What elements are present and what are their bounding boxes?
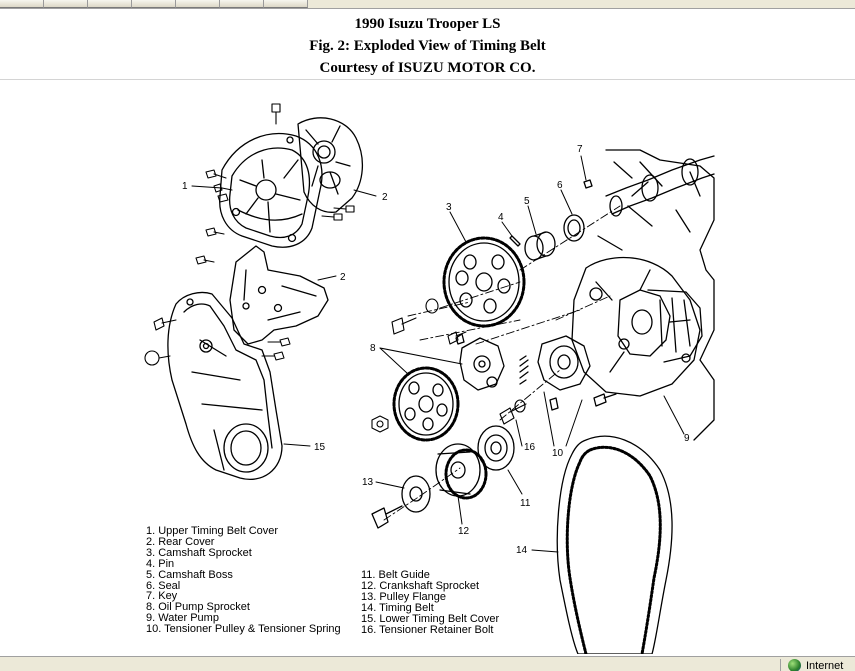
water-pump <box>617 289 703 363</box>
camshaft <box>605 155 715 217</box>
header-divider <box>0 79 855 80</box>
callout-15: 15 <box>314 442 326 453</box>
callout-4: 4 <box>498 212 504 223</box>
camshaft-sprocket <box>442 236 526 328</box>
belt-guide <box>477 425 515 471</box>
callout-10-left: 10 <box>552 448 564 459</box>
misc-bolt <box>447 331 467 345</box>
timing-belt <box>556 435 673 654</box>
lower-cover-bolts <box>144 317 291 366</box>
cam-sprocket-bolt <box>391 298 439 335</box>
callout-14: 14 <box>516 545 528 556</box>
toolbar-button[interactable] <box>88 0 132 8</box>
legend-item: 16. Tensioner Retainer Bolt <box>361 623 494 636</box>
callout-1: 1 <box>182 181 188 192</box>
legend-item: 9. Water Pump <box>146 612 219 625</box>
legend-item: 8. Oil Pump Sprocket <box>146 601 250 614</box>
figure-title: Fig. 2: Exploded View of Timing Belt <box>309 38 546 54</box>
legend-item: 7. Key <box>146 590 178 603</box>
cover-bolts-upper <box>195 103 355 265</box>
browser-toolbar <box>0 0 855 9</box>
callout-5: 5 <box>524 196 530 207</box>
legend-item: 10. Tensioner Pulley & Tensioner Spring <box>146 623 341 636</box>
toolbar-button[interactable] <box>264 0 308 8</box>
camshaft-small-parts <box>509 179 593 261</box>
toolbar-button[interactable] <box>220 0 264 8</box>
legend-item: 13. Pulley Flange <box>361 590 446 603</box>
vehicle-title: 1990 Isuzu Trooper LS <box>354 16 501 32</box>
legend-item: 6. Seal <box>146 579 181 592</box>
toolbar-button[interactable] <box>44 0 88 8</box>
browser-statusbar: Internet <box>0 656 855 671</box>
tensioner-assembly <box>519 335 617 411</box>
oil-pump-sprocket <box>392 366 460 442</box>
pulley-flange <box>371 475 431 529</box>
rear-cover-lower <box>229 245 329 345</box>
timing-belt-exploded-diagram: 1 2 2 3 4 5 6 7 8 9 10 11 12 13 14 15 16 <box>144 103 715 654</box>
leader-lines <box>191 155 685 553</box>
callout-2-lower: 2 <box>340 272 346 283</box>
callout-13: 13 <box>362 477 374 488</box>
callout-2-upper: 2 <box>382 192 388 203</box>
globe-icon <box>788 659 801 671</box>
callout-labels: 1 2 2 3 4 5 6 7 8 9 10 11 12 13 14 15 16 <box>182 144 690 556</box>
toolbar-button[interactable] <box>0 0 44 8</box>
statusbar-separator <box>780 659 781 671</box>
legend-item: 2. Rear Cover <box>146 535 215 548</box>
legend-item: 4. Pin <box>146 557 175 570</box>
legend-item: 1. Upper Timing Belt Cover <box>146 525 279 537</box>
sprocket-nut <box>371 415 389 433</box>
rear-cover-upper <box>297 117 364 213</box>
callout-9: 9 <box>684 433 690 444</box>
figure-header: 1990 Isuzu Trooper LS Fig. 2: Exploded V… <box>0 13 855 79</box>
legend-item: 14. Timing Belt <box>361 601 434 614</box>
legend-item: 15. Lower Timing Belt Cover <box>361 612 500 625</box>
lower-timing-belt-cover <box>167 291 283 480</box>
toolbar-button[interactable] <box>132 0 176 8</box>
callout-3: 3 <box>446 202 452 213</box>
figure-credit: Courtesy of ISUZU MOTOR CO. <box>319 60 536 76</box>
legend-item: 11. Belt Guide <box>361 569 430 581</box>
engine-block <box>571 149 715 441</box>
callout-8: 8 <box>370 343 376 354</box>
callout-11: 11 <box>520 498 531 509</box>
callout-6: 6 <box>557 180 563 191</box>
callout-7: 7 <box>577 144 583 155</box>
callout-16: 16 <box>524 442 536 453</box>
callout-12: 12 <box>458 526 470 537</box>
alignment-lines <box>383 205 621 521</box>
security-zone-label: Internet <box>806 660 844 671</box>
legend-item: 12. Crankshaft Sprocket <box>361 579 480 592</box>
upper-timing-belt-cover <box>219 132 323 248</box>
toolbar-button[interactable] <box>176 0 220 8</box>
tensioner-retainer-bolt <box>499 399 527 425</box>
oil-pump-body <box>455 333 505 391</box>
legend-item: 3. Camshaft Sprocket <box>146 546 252 559</box>
legend-item: 5. Camshaft Boss <box>146 568 233 581</box>
